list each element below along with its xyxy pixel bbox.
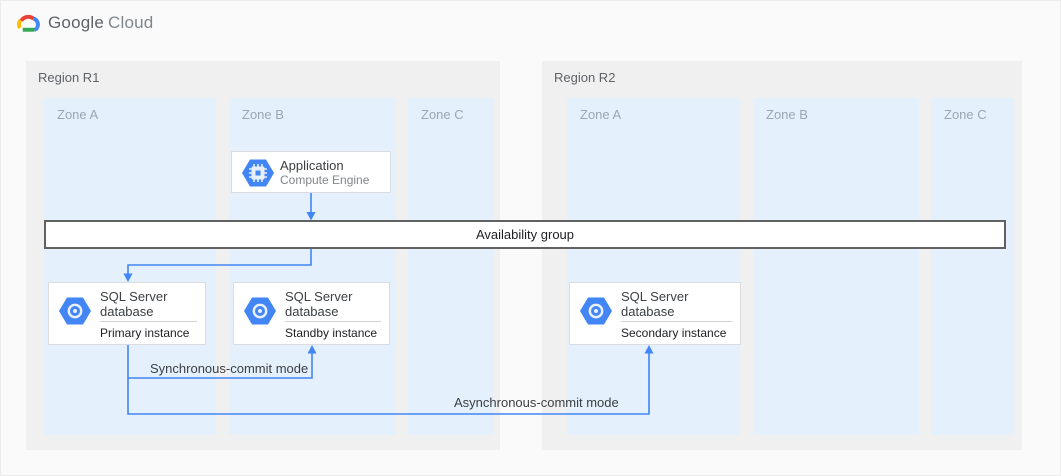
availability-group-label: Availability group (475, 227, 575, 242)
r2-zone-b: Zone B (753, 98, 919, 435)
sql-server-database-icon (579, 296, 613, 331)
availability-group-bar: Availability group (44, 220, 1006, 249)
card-divider (621, 321, 732, 322)
r1-zone-b: Zone B (229, 98, 396, 435)
application-title: Application (280, 158, 344, 173)
sql-primary-subtitle: Primary instance (100, 326, 190, 340)
card-divider (100, 321, 197, 322)
compute-engine-icon (241, 158, 275, 193)
sql-server-database-icon (243, 296, 277, 331)
r2-zone-b-label: Zone B (766, 107, 808, 122)
sql-primary-node: SQL Server database Primary instance (48, 282, 206, 345)
sql-secondary-subtitle: Secondary instance (621, 326, 727, 340)
sql-standby-node: SQL Server database Standby instance (233, 282, 390, 345)
application-subtitle: Compute Engine (280, 173, 370, 187)
region-r1-label: Region R1 (38, 70, 100, 85)
r1-zone-c-label: Zone C (421, 107, 464, 122)
sql-secondary-title: SQL Server database (621, 289, 689, 319)
region-r2-label: Region R2 (554, 70, 616, 85)
r1-zone-c: Zone C (408, 98, 494, 435)
sql-server-database-icon (58, 296, 92, 331)
sql-primary-title: SQL Server database (100, 289, 168, 319)
r1-zone-a: Zone A (44, 98, 216, 435)
r2-zone-c: Zone C (931, 98, 1014, 435)
brand-google: Google (48, 13, 105, 32)
r1-zone-a-label: Zone A (57, 107, 99, 122)
async-commit-label: Asynchronous-commit mode (454, 395, 619, 410)
application-node: Application Compute Engine (231, 151, 391, 193)
brand-cloud: Cloud (108, 13, 154, 32)
google-cloud-logo-icon (14, 12, 41, 34)
r1-zone-b-label: Zone B (242, 107, 284, 122)
sync-commit-label: Synchronous-commit mode (150, 361, 309, 376)
r2-zone-c-label: Zone C (944, 107, 987, 122)
r2-zone-a-label: Zone A (580, 107, 622, 122)
sql-standby-subtitle: Standby instance (285, 326, 378, 340)
sql-standby-title: SQL Server database (285, 289, 353, 319)
sql-secondary-node: SQL Server database Secondary instance (569, 282, 741, 345)
card-divider (285, 321, 381, 322)
r2-zone-a: Zone A (567, 98, 740, 435)
